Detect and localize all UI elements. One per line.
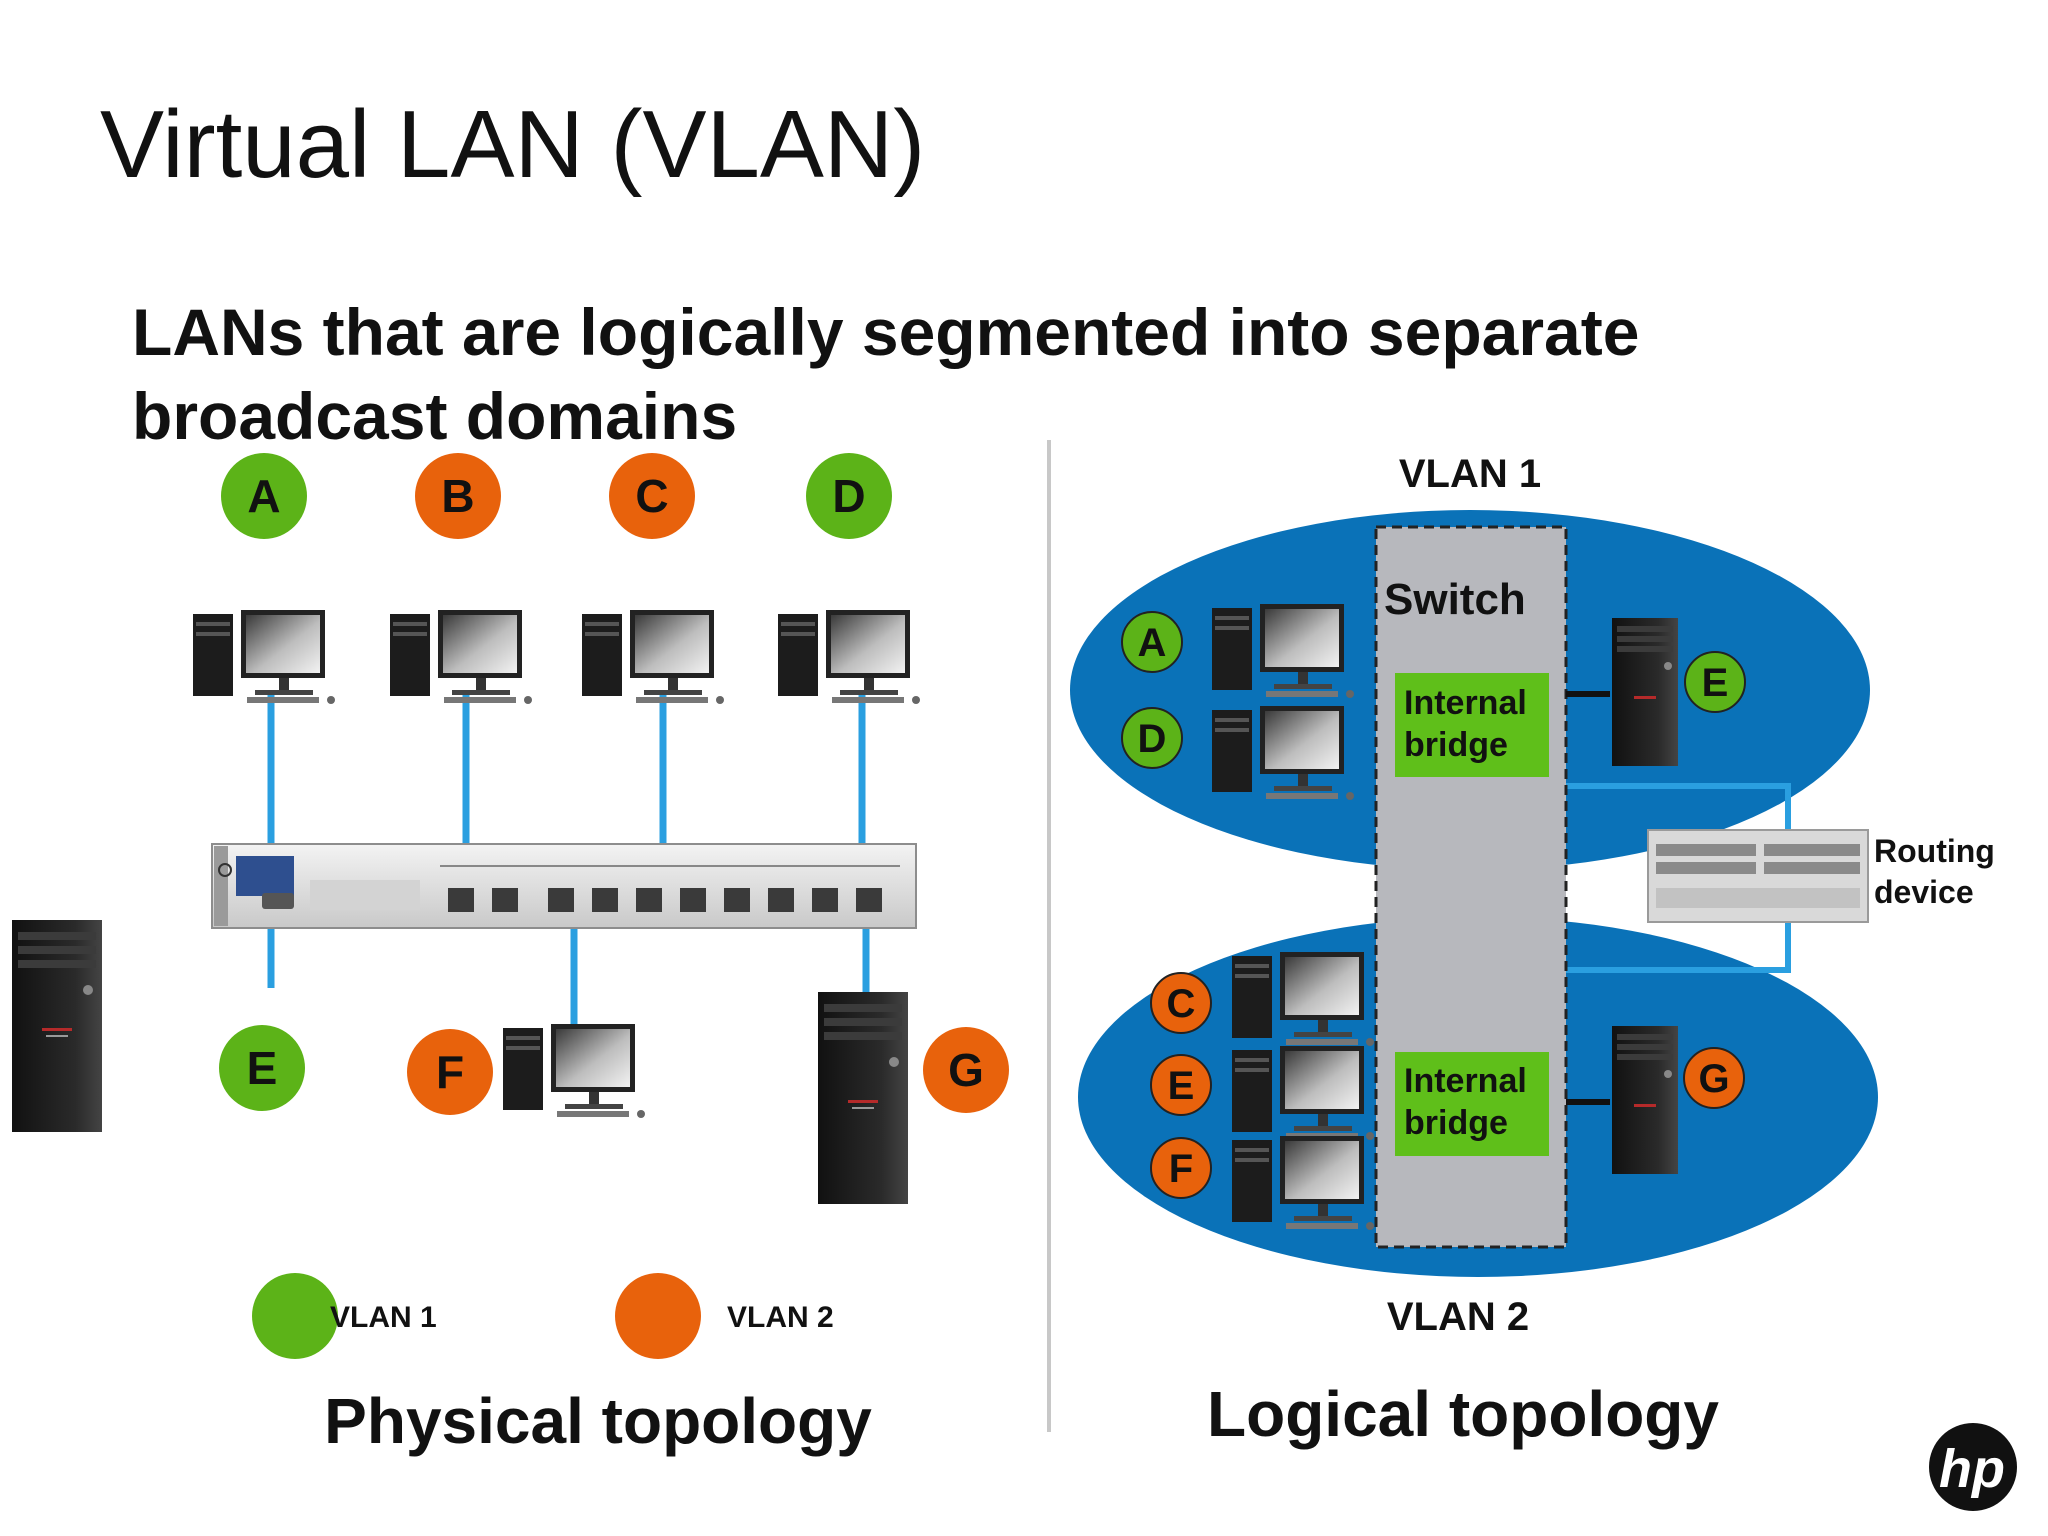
node-a: A: [221, 453, 307, 539]
logical-node-e-vlan2-label: E: [1168, 1064, 1195, 1108]
legend-vlan1-label: VLAN 1: [330, 1301, 437, 1334]
node-d-label: D: [832, 470, 865, 522]
logical-server-g-icon: [1612, 1026, 1678, 1174]
legend-vlan2-swatch: [615, 1273, 701, 1359]
hp-switch-icon: [211, 843, 917, 929]
slide-subtitle: LANs that are logically segmented into s…: [132, 295, 1640, 453]
logical-node-e-vlan1-label: E: [1702, 661, 1729, 705]
logical-node-c: C: [1150, 972, 1212, 1034]
pc-b-icon: [390, 610, 532, 704]
bridge-bottom-line2: bridge: [1404, 1104, 1508, 1142]
logical-node-f-label: F: [1169, 1147, 1193, 1191]
node-f: F: [407, 1029, 493, 1115]
logical-node-d-label: D: [1138, 717, 1167, 761]
routing-line1: Routing: [1874, 833, 1995, 869]
logical-caption: Logical topology: [1207, 1378, 1719, 1450]
hp-logo: hp: [1929, 1423, 2017, 1511]
pc-d-icon: [778, 610, 920, 704]
physical-topology: A B C D E F G VLAN 1: [12, 453, 1009, 1457]
node-a-label: A: [247, 470, 280, 522]
hp-logo-text: hp: [1939, 1439, 2005, 1499]
legend: VLAN 1 VLAN 2: [252, 1273, 834, 1359]
pc-a-icon: [193, 610, 335, 704]
logical-node-a: A: [1121, 611, 1183, 673]
logical-node-g: G: [1683, 1047, 1745, 1109]
logical-node-g-label: G: [1698, 1057, 1729, 1101]
internal-bridge-bottom: Internal bridge: [1395, 1052, 1549, 1156]
bridge-bottom-line1: Internal: [1404, 1062, 1527, 1100]
node-e-label: E: [247, 1042, 278, 1094]
pc-c-icon: [582, 610, 724, 704]
node-c: C: [609, 453, 695, 539]
physical-caption: Physical topology: [324, 1385, 872, 1457]
logical-node-e-vlan1: E: [1684, 651, 1746, 713]
logical-node-d: D: [1121, 707, 1183, 769]
node-d: D: [806, 453, 892, 539]
standalone-tower-icon: [12, 920, 102, 1132]
logical-node-f: F: [1150, 1137, 1212, 1199]
slide-title: Virtual LAN (VLAN): [100, 91, 926, 198]
bridge-top-line2: bridge: [1404, 726, 1508, 764]
pc-f-icon: [503, 1024, 645, 1118]
node-g-label: G: [948, 1044, 984, 1096]
routing-line2: device: [1874, 874, 1974, 910]
node-b-label: B: [441, 470, 474, 522]
network-cables: [267, 692, 870, 1024]
logical-server-e-icon: [1612, 618, 1678, 766]
node-g: G: [923, 1027, 1009, 1113]
node-b: B: [415, 453, 501, 539]
logical-node-a-label: A: [1138, 621, 1167, 665]
legend-vlan2-label: VLAN 2: [727, 1301, 834, 1334]
logical-node-e-vlan2: E: [1150, 1054, 1212, 1116]
logical-topology: VLAN 1 Switch Internal bridge Internal b…: [1070, 452, 1995, 1450]
internal-bridge-top: Internal bridge: [1395, 673, 1549, 777]
vlan2-label: VLAN 2: [1387, 1295, 1529, 1339]
routing-device-icon: [1647, 829, 1869, 923]
legend-vlan1-swatch: [252, 1273, 338, 1359]
vlan1-label: VLAN 1: [1399, 452, 1541, 496]
node-f-label: F: [436, 1046, 464, 1098]
switch-label: Switch: [1384, 575, 1526, 624]
logical-node-c-label: C: [1167, 982, 1196, 1026]
node-c-label: C: [635, 470, 668, 522]
node-e: E: [219, 1025, 305, 1111]
bridge-top-line1: Internal: [1404, 684, 1527, 722]
tower-g-icon: [818, 992, 908, 1204]
